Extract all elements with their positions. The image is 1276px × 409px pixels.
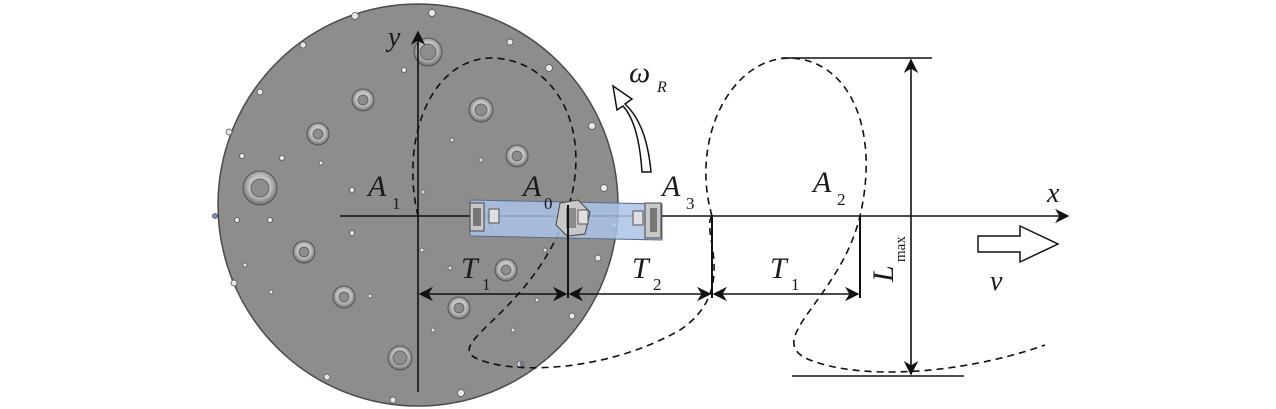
clamp-right <box>632 202 662 239</box>
coordinate-axes <box>340 30 1070 392</box>
dimension-t1-left-subscript: 1 <box>482 275 491 294</box>
dimension-t1-left-label: T <box>461 252 480 285</box>
dimension-ticks <box>567 57 964 377</box>
lmax-label: L <box>867 265 900 283</box>
point-a2-label: A <box>811 166 832 199</box>
lmax-subscript: max <box>893 236 909 262</box>
omega-subscript: R <box>656 79 667 96</box>
point-a3-label: A <box>660 170 681 203</box>
point-a2-subscript: 2 <box>837 190 846 209</box>
dimension-t1-right-label: T <box>770 252 789 285</box>
x-axis-label: x <box>1046 178 1060 209</box>
robot-arm <box>469 199 663 241</box>
omega-label: ω <box>629 56 650 89</box>
point-a0-label: A <box>521 170 542 203</box>
rotation-arrow-icon <box>611 84 652 173</box>
point-a0-subscript: 0 <box>544 194 553 213</box>
disc-bolts <box>242 37 529 371</box>
point-a1-subscript: 1 <box>392 194 401 213</box>
y-axis-label: y <box>385 22 401 53</box>
dimension-t2-subscript: 2 <box>653 275 662 294</box>
point-a1-label: A <box>366 170 387 203</box>
velocity-label: v <box>990 266 1003 297</box>
clamp-center <box>555 199 591 237</box>
point-a3-subscript: 3 <box>686 194 695 213</box>
diagram-labels: y x ω R A 1 A 0 A 3 A 2 T 1 T 2 T 1 L ma… <box>366 22 1060 297</box>
dimension-arrows <box>418 58 919 376</box>
clamp-left <box>469 202 500 232</box>
dimension-t2-label: T <box>632 252 651 285</box>
velocity-arrow-icon <box>977 224 1060 264</box>
dimension-t1-right-subscript: 1 <box>791 275 800 294</box>
